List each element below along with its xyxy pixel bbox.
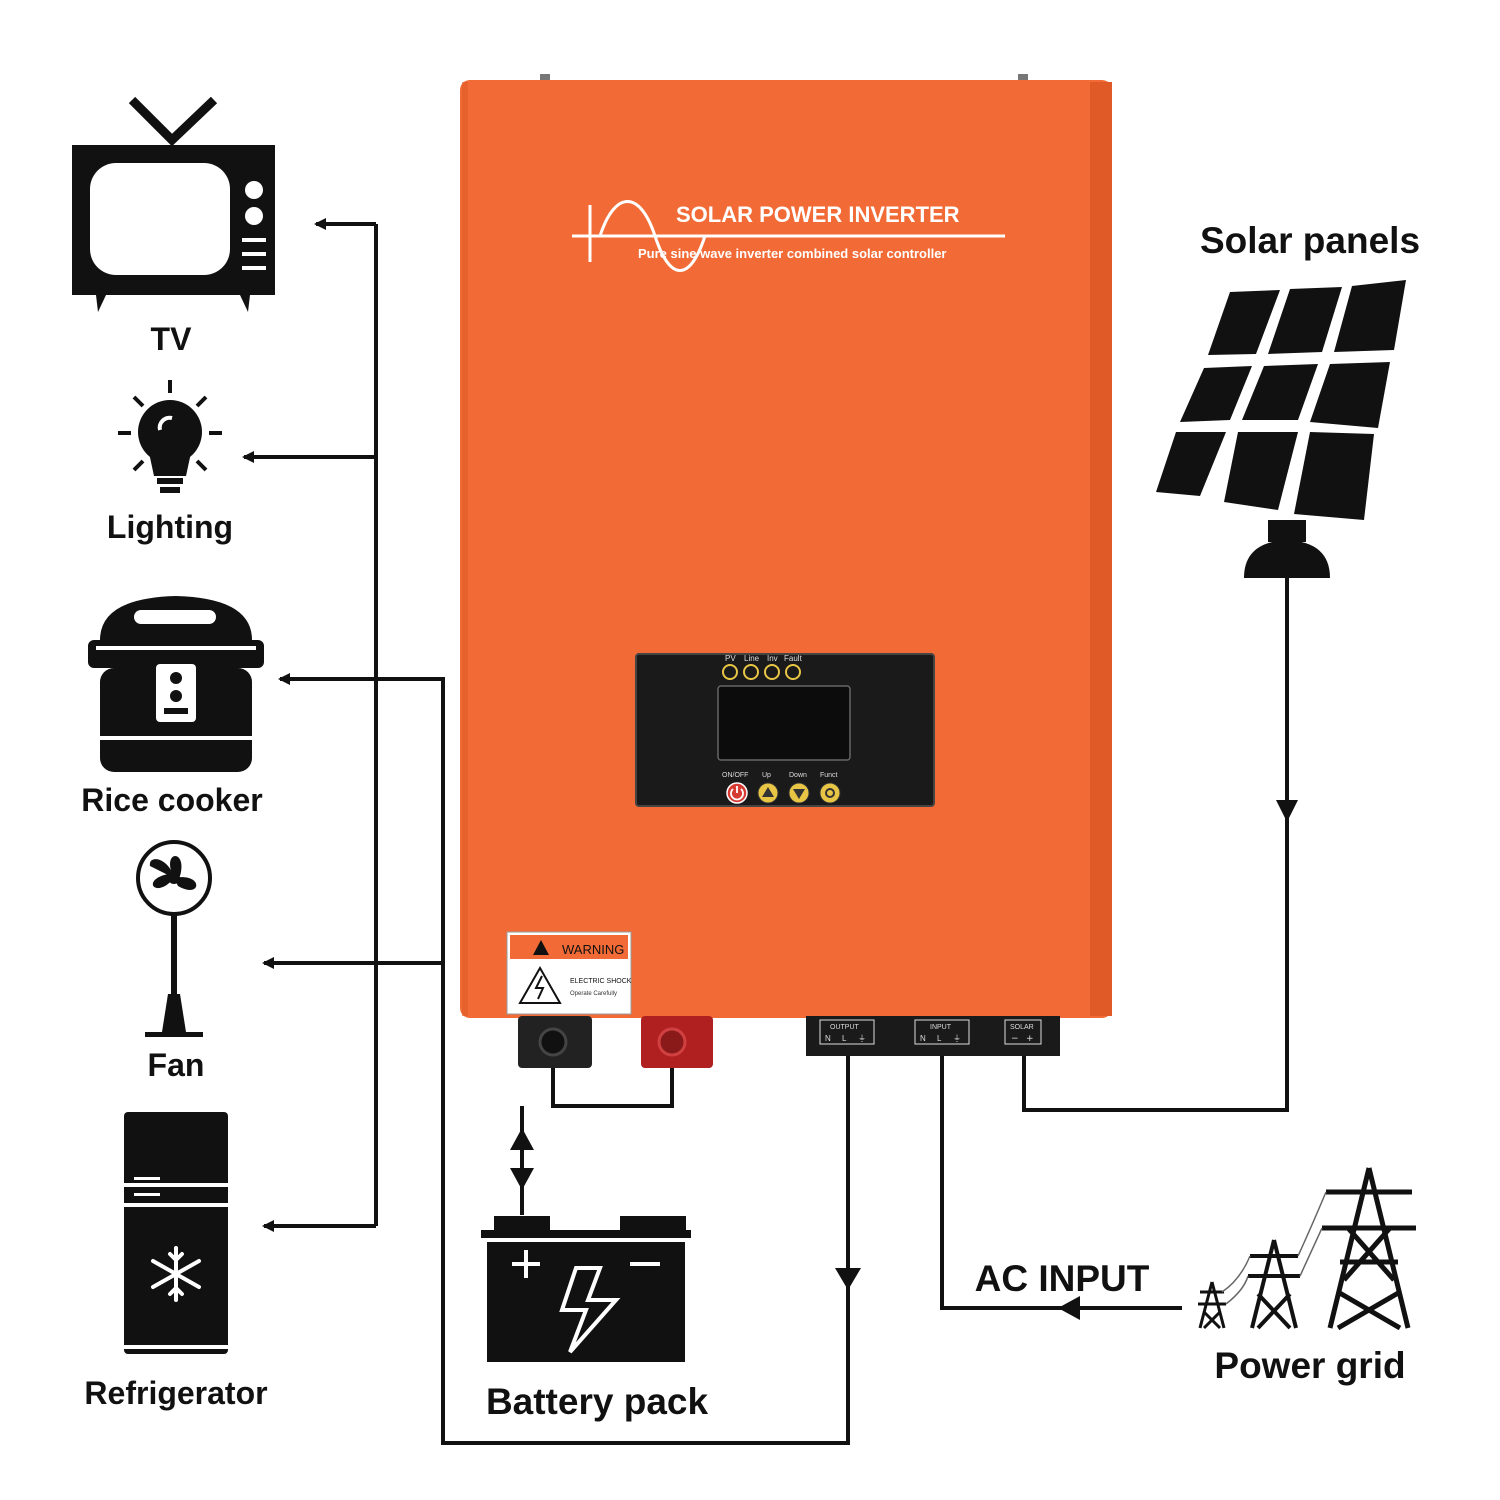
lcd-screen — [717, 685, 851, 761]
inverter-body — [460, 80, 1112, 1018]
up-button[interactable] — [757, 782, 779, 804]
port-label-input: INPUT — [930, 1024, 952, 1031]
label-battery-pack: Battery pack — [486, 1381, 709, 1422]
indicator-label-line: Line — [744, 654, 760, 663]
output-bus-wires — [242, 218, 861, 1445]
transmission-tower-icon — [1198, 1167, 1416, 1331]
power-button[interactable] — [726, 782, 748, 804]
battery-wires — [510, 1068, 674, 1215]
tv-icon — [72, 96, 275, 312]
input-pin-n: N — [920, 1034, 926, 1043]
down-button[interactable] — [788, 782, 810, 804]
function-button[interactable] — [819, 782, 841, 804]
electric-shock-icon — [518, 965, 562, 1004]
snowflake-icon — [151, 1246, 201, 1302]
battery-terminal-negative — [518, 1016, 592, 1068]
indicator-label-inv: Inv — [767, 654, 778, 663]
button-label-up: Up — [762, 772, 771, 779]
arrow-solar-down — [1276, 800, 1298, 822]
output-pin-ground: ⏚ — [858, 1034, 866, 1043]
indicator-label-pv: PV — [725, 654, 736, 663]
arrow-battery-up — [510, 1128, 534, 1150]
button-label-down: Down — [789, 772, 807, 779]
port-label-output: OUTPUT — [830, 1024, 860, 1031]
wire-output-rice-cooker — [278, 673, 850, 1445]
arrow-battery-down — [510, 1168, 534, 1190]
warning-title: WARNING — [562, 942, 624, 957]
indicator-led-fault — [785, 664, 801, 680]
output-pin-l: L — [842, 1034, 847, 1043]
button-label-onoff: ON/OFF — [722, 772, 748, 779]
warning-triangle-icon — [533, 940, 549, 955]
solar-pin-positive: + — [1026, 1034, 1034, 1044]
label-tv: TV — [151, 321, 193, 357]
warning-label: WARNING ELECTRIC SHOCK Operate Carefully — [506, 931, 632, 1015]
inverter-brand-title: SOLAR POWER INVERTER — [676, 202, 960, 227]
label-lighting: Lighting — [107, 509, 233, 545]
label-solar-panels: Solar panels — [1200, 220, 1420, 261]
sine-wave-logo — [572, 200, 1005, 272]
input-pin-l: L — [937, 1034, 942, 1043]
control-panel: PV Line Inv Fault ON/OFF Up Down Funct — [635, 653, 935, 807]
inverter: SOLAR POWER INVERTER Pure sine wave inve… — [460, 74, 1112, 1068]
battery-terminal-positive — [641, 1016, 713, 1068]
solar-panel-icon — [1156, 280, 1406, 578]
solar-pin-negative: − — [1011, 1034, 1019, 1044]
indicator-led-pv — [722, 664, 738, 680]
arrow-output-down — [835, 1268, 861, 1290]
output-pin-n: N — [825, 1034, 831, 1043]
arrow-grid-left — [1058, 1296, 1080, 1320]
grid-wires — [940, 1056, 1182, 1320]
inverter-brand-subtitle: Pure sine wave inverter combined solar c… — [638, 246, 947, 261]
label-rice-cooker: Rice cooker — [81, 782, 262, 818]
warning-line1: ELECTRIC SHOCK — [570, 978, 632, 985]
label-fan: Fan — [148, 1047, 205, 1083]
port-label-solar: SOLAR — [1010, 1024, 1034, 1031]
solar-wires — [1022, 578, 1298, 1112]
warning-line2: Operate Carefully — [570, 991, 617, 997]
battery-icon — [481, 1216, 691, 1362]
label-ac-input: AC INPUT — [975, 1258, 1150, 1299]
rice-cooker-icon — [88, 596, 264, 772]
indicator-label-fault: Fault — [784, 654, 803, 663]
lightbulb-icon — [118, 380, 222, 493]
indicator-led-inv — [764, 664, 780, 680]
indicator-led-line — [743, 664, 759, 680]
lightning-icon — [559, 1266, 621, 1354]
label-power-grid: Power grid — [1214, 1345, 1405, 1386]
label-refrigerator: Refrigerator — [84, 1375, 267, 1411]
port-block: OUTPUT N L ⏚ INPUT N L ⏚ SOLAR − + — [806, 1016, 1060, 1056]
button-label-funct: Funct — [820, 772, 838, 779]
input-pin-ground: ⏚ — [953, 1034, 961, 1043]
fan-icon — [136, 840, 212, 1037]
refrigerator-icon — [124, 1112, 228, 1354]
